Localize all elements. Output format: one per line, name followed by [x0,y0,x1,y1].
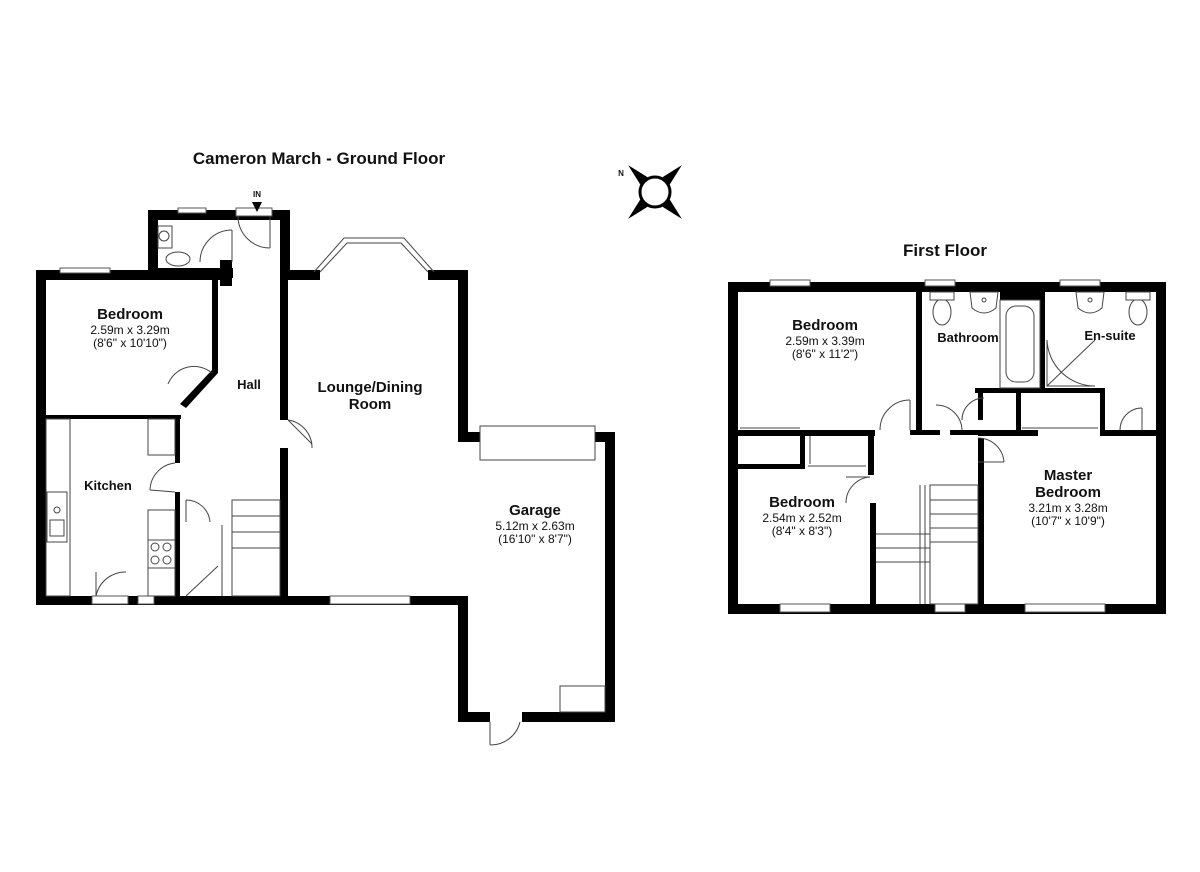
ff-master-name-line2: Bedroom [1035,484,1101,501]
ground-floor-fixtures [45,225,606,713]
ground-floor-doors [95,207,521,746]
compass-north-label: N [618,169,624,178]
ff-master-name-line1: Master [1044,467,1093,484]
ff-bedroom1-imperial: (8'6" x 11'2") [792,347,858,361]
ff-bedroom1-metric: 2.59m x 3.39m [785,334,864,348]
gf-hall-name: Hall [237,377,261,392]
ground-floor-walls [36,210,615,722]
entrance-marker: IN [252,190,262,212]
ground-floor-plan: Cameron March - Ground Floor [36,149,615,746]
gf-bedroom-metric: 2.59m x 3.29m [90,323,169,337]
gf-lounge-name-line2: Room [349,396,392,413]
ff-bedroom2-metric: 2.54m x 2.52m [762,511,841,525]
gf-kitchen-name: Kitchen [84,478,132,493]
ff-bedroom2-imperial: (8'4" x 8'3") [772,524,832,538]
gf-garage-metric: 5.12m x 2.63m [495,519,574,533]
ff-master-imperial: (10'7" x 10'9") [1031,514,1105,528]
ff-master-metric: 3.21m x 3.28m [1028,501,1107,515]
gf-bedroom-name: Bedroom [97,306,163,323]
ff-bedroom1-name: Bedroom [792,317,858,334]
entrance-label: IN [253,190,261,199]
ff-bedroom2-name: Bedroom [769,494,835,511]
first-floor-fixtures [740,291,1151,605]
lounge-bay-window [313,237,435,273]
gf-garage-name: Garage [509,502,561,519]
compass-icon: N [618,165,682,219]
first-floor-plan: First Floor [728,241,1166,614]
ff-ensuite-name: En-suite [1084,328,1135,343]
gf-garage-imperial: (16'10" x 8'7") [498,532,572,546]
gf-bedroom-imperial: (8'6" x 10'10") [93,336,167,350]
ground-floor-windows [59,207,411,605]
entrance-arrow-icon [252,202,262,212]
ff-bathroom-name: Bathroom [937,330,998,345]
first-floor-title: First Floor [903,241,987,260]
first-floor-doors [845,397,1143,504]
gf-lounge-name-line1: Lounge/Dining [318,379,423,396]
ground-floor-title: Cameron March - Ground Floor [193,149,446,168]
first-floor-windows [769,279,1106,613]
